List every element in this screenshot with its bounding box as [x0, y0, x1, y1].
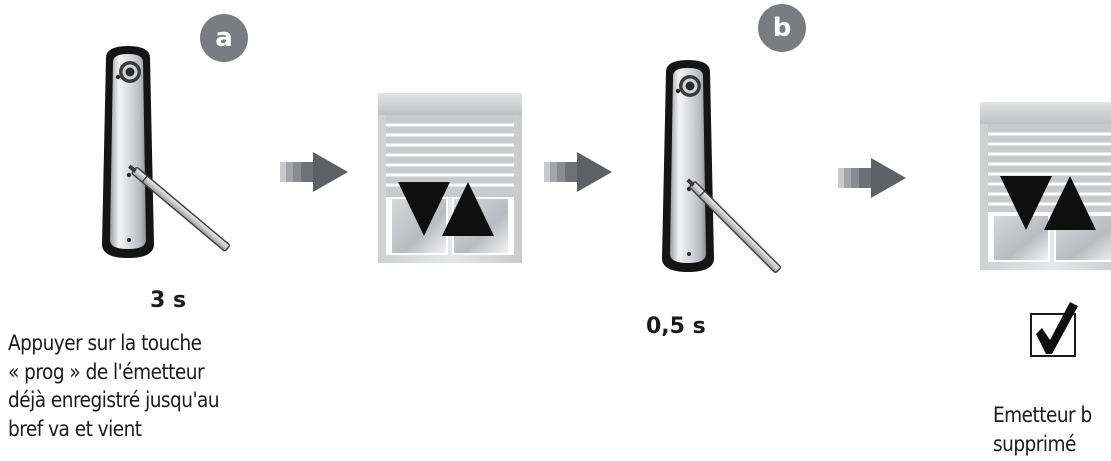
up-down-arrows-icon	[398, 178, 498, 238]
step-a-duration: 3 s	[150, 288, 186, 313]
step-a-caption: Appuyer sur la touche « prog » de l'émet…	[8, 330, 219, 444]
step-b-duration: 0,5 s	[646, 314, 706, 339]
right-arrow-icon	[544, 152, 612, 192]
step-a-badge: a	[200, 14, 248, 62]
caption-line: Appuyer sur la touche	[8, 330, 219, 359]
step-b-badge-letter: b	[773, 15, 792, 41]
pen-stylus-icon	[688, 180, 788, 272]
caption-line: supprimé	[993, 431, 1092, 460]
up-down-arrows-icon	[1000, 172, 1100, 232]
right-arrow-icon	[838, 158, 906, 198]
right-arrow-icon	[280, 152, 348, 192]
step-b-badge: b	[758, 4, 806, 52]
checkbox-checked-icon	[1028, 300, 1080, 360]
pen-stylus-icon	[130, 166, 230, 258]
result-caption: Emetteur b supprimé	[993, 402, 1092, 459]
caption-line: bref va et vient	[8, 416, 219, 445]
caption-line: Emetteur b	[993, 402, 1092, 431]
caption-line: déjà enregistré jusqu'au	[8, 387, 219, 416]
step-a-badge-letter: a	[215, 25, 233, 51]
caption-line: « prog » de l'émetteur	[8, 359, 219, 388]
